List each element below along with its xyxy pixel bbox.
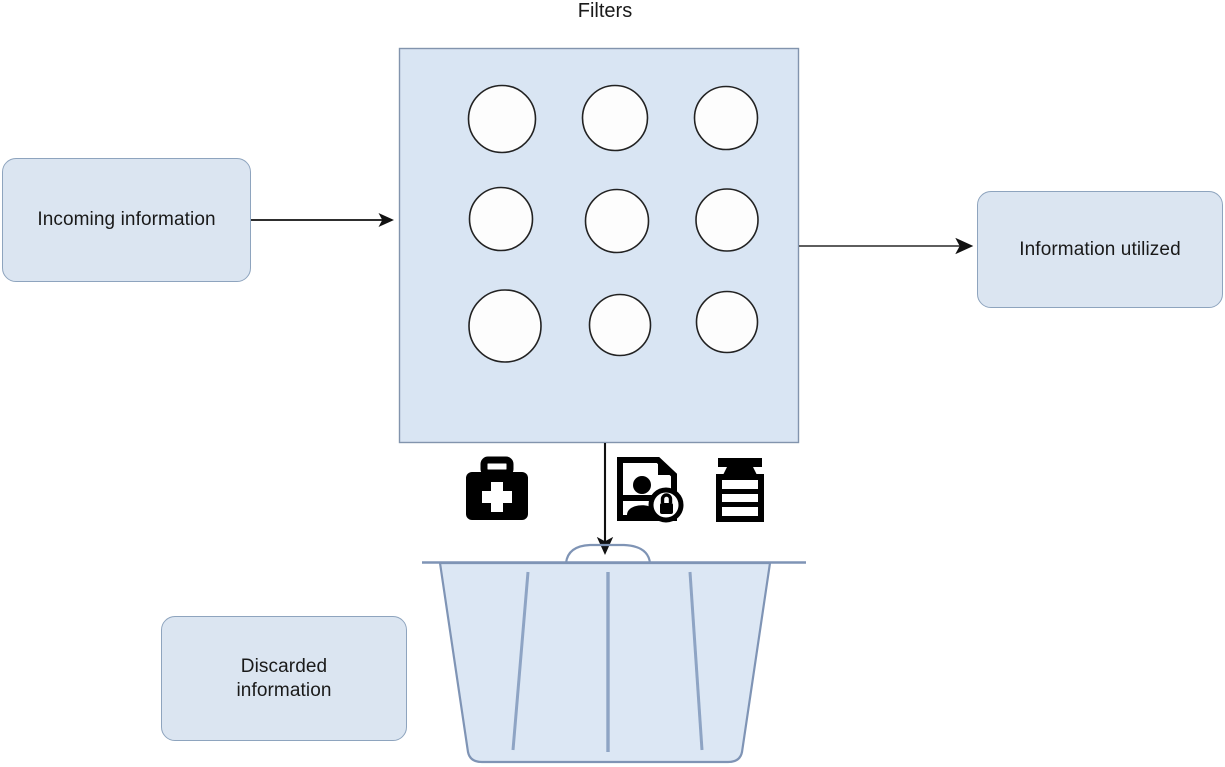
waste-bin-body [438,561,772,764]
waste-bin [422,543,806,764]
filters-title: Filters [577,0,633,22]
node-incoming-information-label: Incoming information [37,209,216,231]
filter-membrane [398,47,800,444]
filter-hole [467,84,537,154]
waste-bin-handle [564,543,652,564]
filter-hole [695,290,759,354]
waste-bin-rib [688,571,704,751]
filter-hole [581,84,649,152]
waste-bin-rib [511,571,530,751]
node-discarded-information-label: Discarded information [236,655,331,703]
filter-hole [695,188,759,252]
filter-holes [467,84,759,363]
filter-hole [468,186,534,252]
filter-hole [468,289,542,363]
medicine-vial-icon [716,458,764,522]
confidential-patient-record-icon [617,457,684,523]
node-information-utilized-label: Information utilized [1019,238,1181,260]
filter-hole [584,188,650,254]
node-discarded-line-1: Discarded [240,655,328,677]
first-aid-kit-icon [466,456,528,520]
node-information-utilized[interactable]: Information utilized [977,191,1223,308]
node-discarded-line-2: information [236,679,332,701]
node-incoming-information[interactable]: Incoming information [2,158,251,282]
filter-hole [693,85,759,151]
node-discarded-information[interactable]: Discarded information [161,616,407,741]
filter-hole [588,293,652,357]
